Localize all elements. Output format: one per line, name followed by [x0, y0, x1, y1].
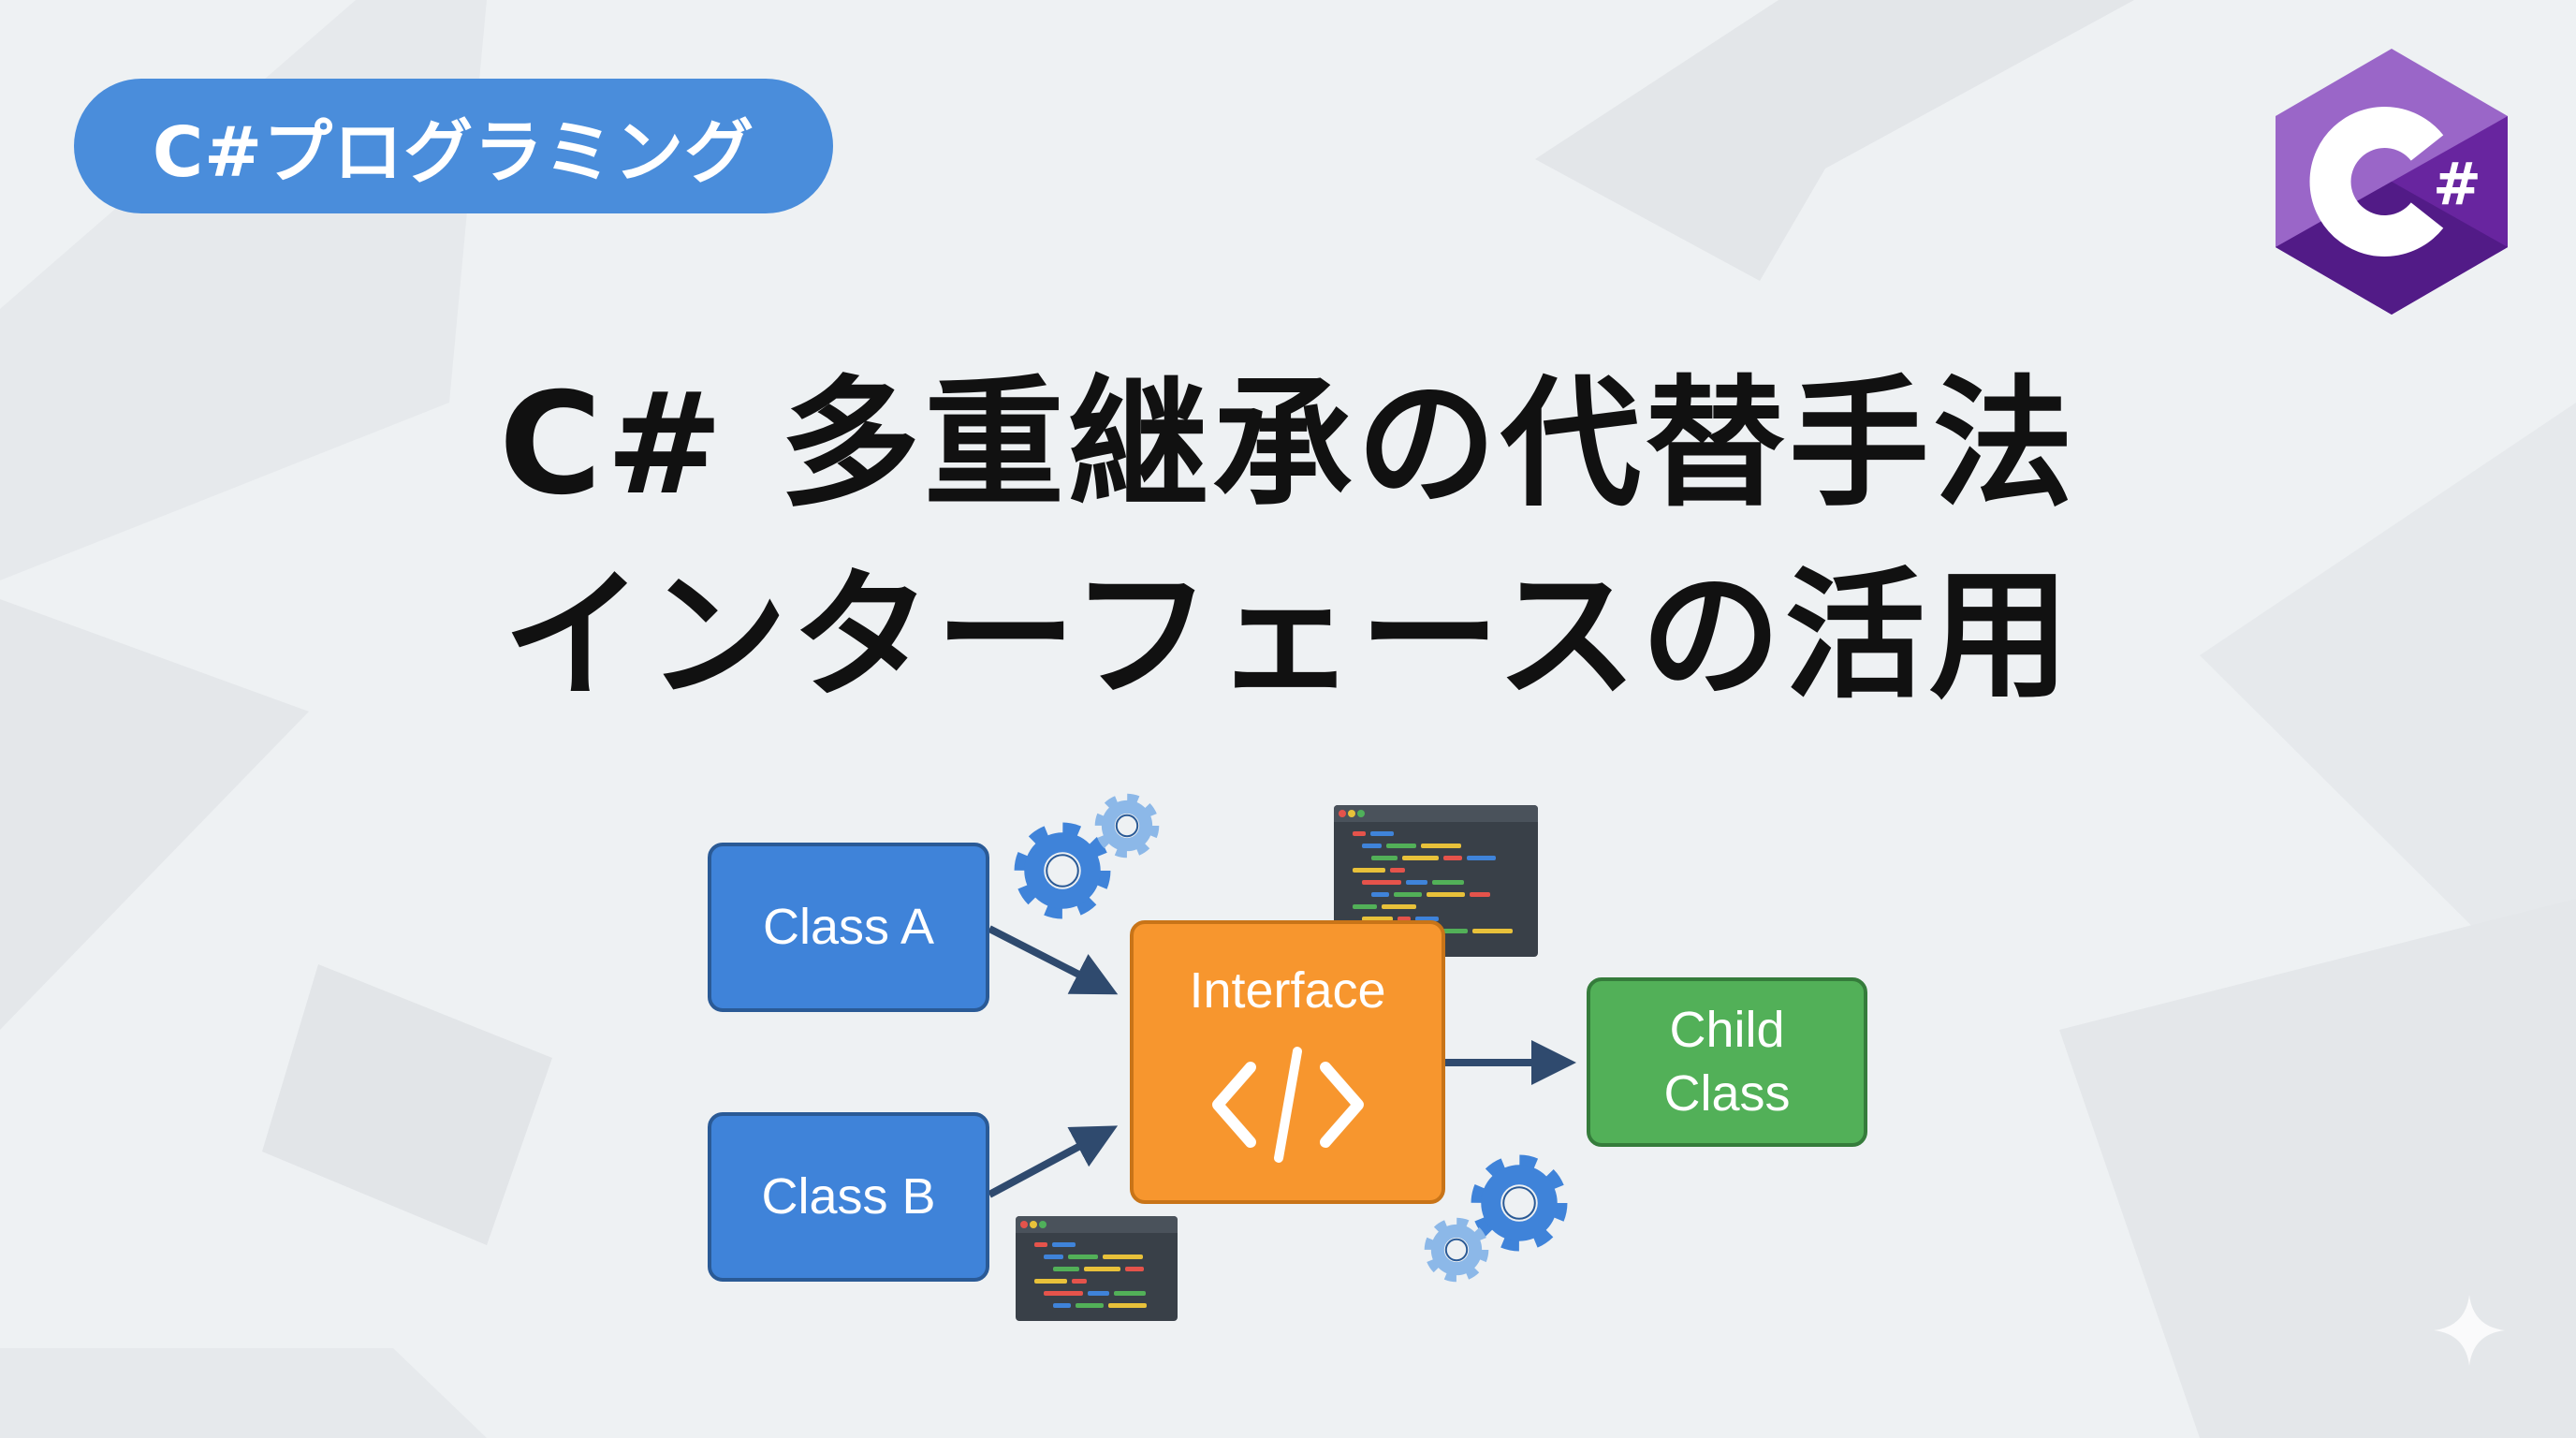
window-dot [1357, 810, 1365, 817]
code-line [1053, 1303, 1071, 1308]
window-titlebar [1016, 1216, 1178, 1233]
gear-icon [1471, 1154, 1568, 1252]
title-line-2: インターフェースの活用 [503, 555, 2073, 718]
code-line [1362, 917, 1393, 921]
code-line [1076, 1303, 1104, 1308]
interface-box: Interface [1130, 920, 1445, 1204]
code-line [1044, 1255, 1063, 1259]
code-line [1053, 1267, 1079, 1271]
gear-icon [1014, 822, 1111, 919]
code-line [1353, 831, 1366, 836]
code-line [1470, 892, 1490, 897]
code-line [1390, 868, 1405, 873]
window-dot [1348, 810, 1355, 817]
code-line [1398, 917, 1411, 921]
sparkle-icon [2434, 1295, 2505, 1366]
code-line [1443, 856, 1462, 860]
class-b-box: Class B [708, 1112, 989, 1282]
code-line [1432, 880, 1464, 885]
code-line [1371, 856, 1398, 860]
csharp-logo: # [2276, 49, 2508, 315]
arrow-b-to-interface [988, 1125, 1119, 1198]
interface-label: Interface [1189, 962, 1386, 1019]
code-line [1402, 856, 1439, 860]
code-line [1034, 1242, 1047, 1247]
code-brackets-icon [1211, 1046, 1364, 1163]
window-titlebar [1334, 805, 1538, 822]
svg-text:#: # [2433, 150, 2481, 218]
gear-icon [1094, 793, 1160, 858]
window-dot [1020, 1221, 1028, 1228]
code-line [1108, 1303, 1147, 1308]
code-window-icon [1016, 1216, 1178, 1321]
class-a-box: Class A [708, 843, 989, 1012]
category-badge: C#プログラミング [74, 79, 833, 213]
code-line [1125, 1267, 1144, 1271]
code-line [1362, 844, 1382, 848]
code-line [1382, 904, 1416, 909]
code-line [1370, 831, 1394, 836]
code-line [1084, 1267, 1120, 1271]
code-line [1088, 1291, 1109, 1296]
code-line [1103, 1255, 1143, 1259]
window-dot [1030, 1221, 1037, 1228]
code-line [1394, 892, 1422, 897]
code-line [1467, 856, 1496, 860]
window-dot [1339, 810, 1346, 817]
code-line [1438, 929, 1468, 933]
code-line [1386, 844, 1416, 848]
code-line [1427, 892, 1465, 897]
code-line [1472, 929, 1513, 933]
code-line [1034, 1279, 1067, 1284]
code-line [1052, 1242, 1076, 1247]
code-line [1371, 892, 1389, 897]
code-line [1406, 880, 1427, 885]
code-line [1068, 1255, 1098, 1259]
code-line [1421, 844, 1461, 848]
title-line-1: C# 多重継承の代替手法 [499, 363, 2077, 526]
code-line [1114, 1291, 1146, 1296]
code-line [1353, 868, 1385, 873]
code-line [1072, 1279, 1087, 1284]
code-line [1362, 880, 1401, 885]
child-class-box: Child Class [1587, 977, 1867, 1147]
arrow-a-to-interface [988, 925, 1119, 995]
code-line [1415, 917, 1439, 921]
gear-icon [1424, 1217, 1489, 1283]
window-dot [1039, 1221, 1046, 1228]
code-line [1044, 1291, 1083, 1296]
code-line [1353, 904, 1377, 909]
